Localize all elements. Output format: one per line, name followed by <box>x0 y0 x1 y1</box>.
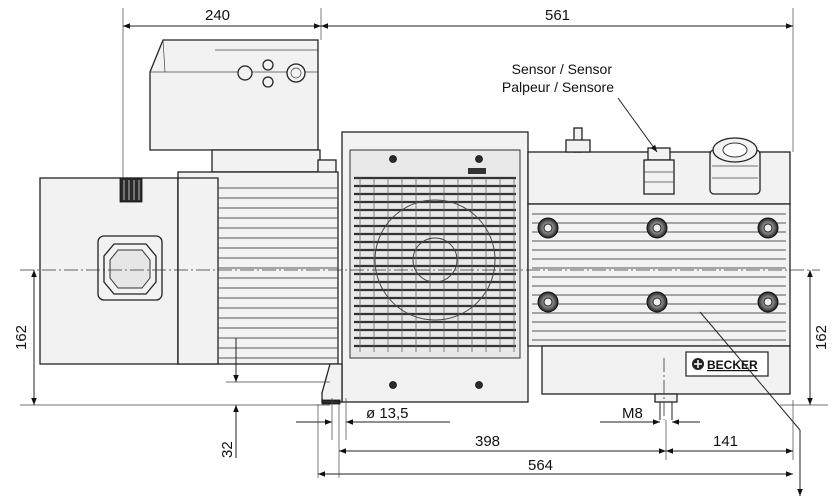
dim-m8: M8 <box>622 405 643 422</box>
bolt-icon <box>646 217 668 239</box>
bolt-icon <box>646 291 668 313</box>
sensor-label-line2: Palpeur / Sensore <box>502 79 614 95</box>
fan-cover <box>341 131 529 403</box>
fan-hub <box>412 237 458 283</box>
dim-hole: ø 13,5 <box>366 405 409 422</box>
fan-outline <box>374 199 496 321</box>
bolt-icon <box>537 291 559 313</box>
becker-logo-icon <box>692 358 704 370</box>
housing-bolts <box>537 217 779 313</box>
bolt-icon <box>757 291 779 313</box>
pump-body: BECKER <box>39 39 791 420</box>
brand-plate: BECKER <box>685 351 769 377</box>
dim-398: 398 <box>475 433 500 450</box>
sensor-label-line1: Sensor / Sensor <box>512 61 613 77</box>
dim-32: 32 <box>219 441 236 458</box>
dim-564: 564 <box>528 457 553 474</box>
pump-foot <box>321 363 343 405</box>
dimension-lines <box>20 8 828 496</box>
bolt-icon <box>757 217 779 239</box>
dim-240: 240 <box>205 7 230 24</box>
motor-end-cap <box>39 177 179 365</box>
dim-561: 561 <box>545 7 570 24</box>
bolt-icon <box>537 217 559 239</box>
brand-name: BECKER <box>707 358 758 372</box>
dim-162-right: 162 <box>813 325 830 350</box>
dim-141: 141 <box>713 433 738 450</box>
motor-housing <box>177 171 339 365</box>
top-connectors <box>565 127 761 195</box>
dim-162-left: 162 <box>13 325 30 350</box>
